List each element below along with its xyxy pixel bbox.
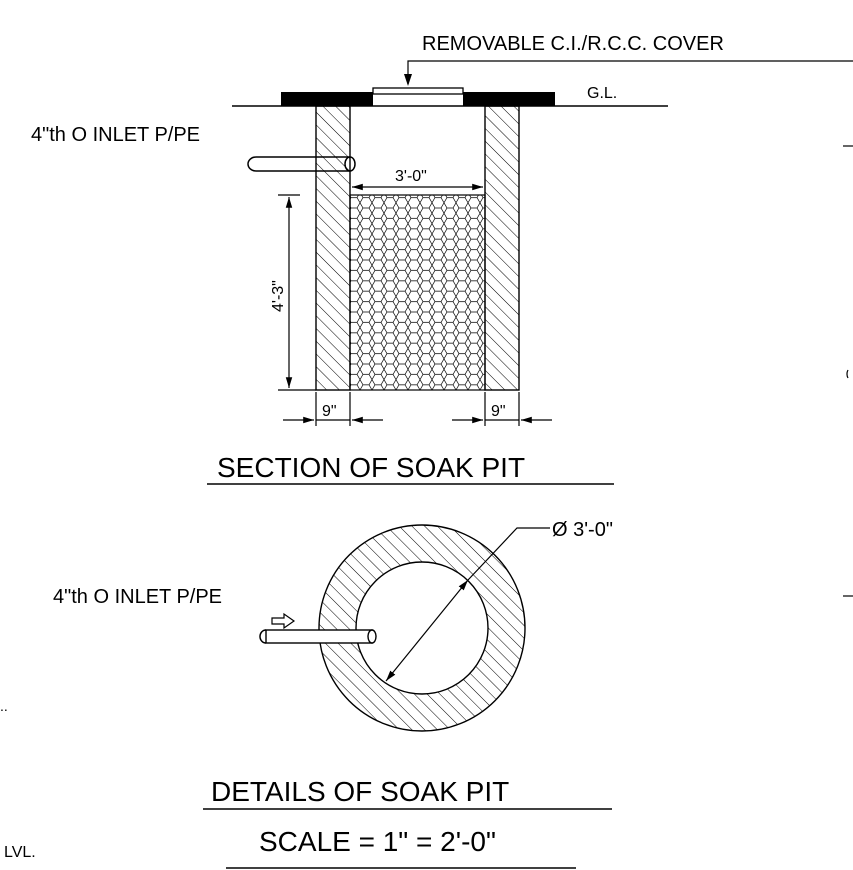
plan-inlet-label: 4"th O INLET P/PE bbox=[53, 586, 222, 608]
plan-inlet-pipe bbox=[259, 629, 377, 644]
wall-right-label: 9" bbox=[491, 403, 506, 420]
cover-slab-left bbox=[281, 92, 373, 106]
cover-slab-right bbox=[463, 92, 555, 106]
section-title: SECTION OF SOAK PIT bbox=[217, 452, 525, 483]
diameter-label: Ø 3'-0" bbox=[552, 519, 613, 541]
wall-thickness-dimension-left bbox=[283, 392, 383, 426]
cover-label: REMOVABLE C.I./R.C.C. COVER bbox=[422, 33, 724, 55]
ground-level-label: G.L. bbox=[587, 85, 617, 102]
inner-width-label: 3'-0" bbox=[395, 168, 427, 185]
removable-cover bbox=[372, 87, 464, 95]
diameter-dimension bbox=[385, 579, 469, 682]
ring-wall bbox=[318, 524, 526, 732]
flow-arrow-icon bbox=[271, 612, 296, 630]
scale-label: SCALE = 1" = 2'-0" bbox=[259, 826, 496, 857]
section-view bbox=[207, 60, 853, 485]
edge-fragment-left-bottom: LVL. bbox=[4, 844, 36, 861]
right-wall bbox=[484, 105, 520, 391]
plan-view bbox=[203, 524, 612, 869]
diameter-leader bbox=[467, 527, 550, 581]
cover-leader bbox=[407, 60, 853, 84]
wall-thickness-dimension-right bbox=[452, 392, 552, 426]
details-title: DETAILS OF SOAK PIT bbox=[211, 776, 509, 807]
aggregate-fill bbox=[349, 194, 486, 391]
inlet-pipe bbox=[247, 156, 356, 172]
wall-left-label: 9" bbox=[322, 403, 337, 420]
edge-fragment-left-mid: .. bbox=[0, 698, 8, 714]
depth-label: 4'-3" bbox=[270, 280, 287, 312]
section-inlet-label: 4"th O INLET P/PE bbox=[31, 124, 200, 146]
left-wall bbox=[315, 105, 351, 391]
adjacent-drawing-fragments bbox=[843, 145, 853, 597]
